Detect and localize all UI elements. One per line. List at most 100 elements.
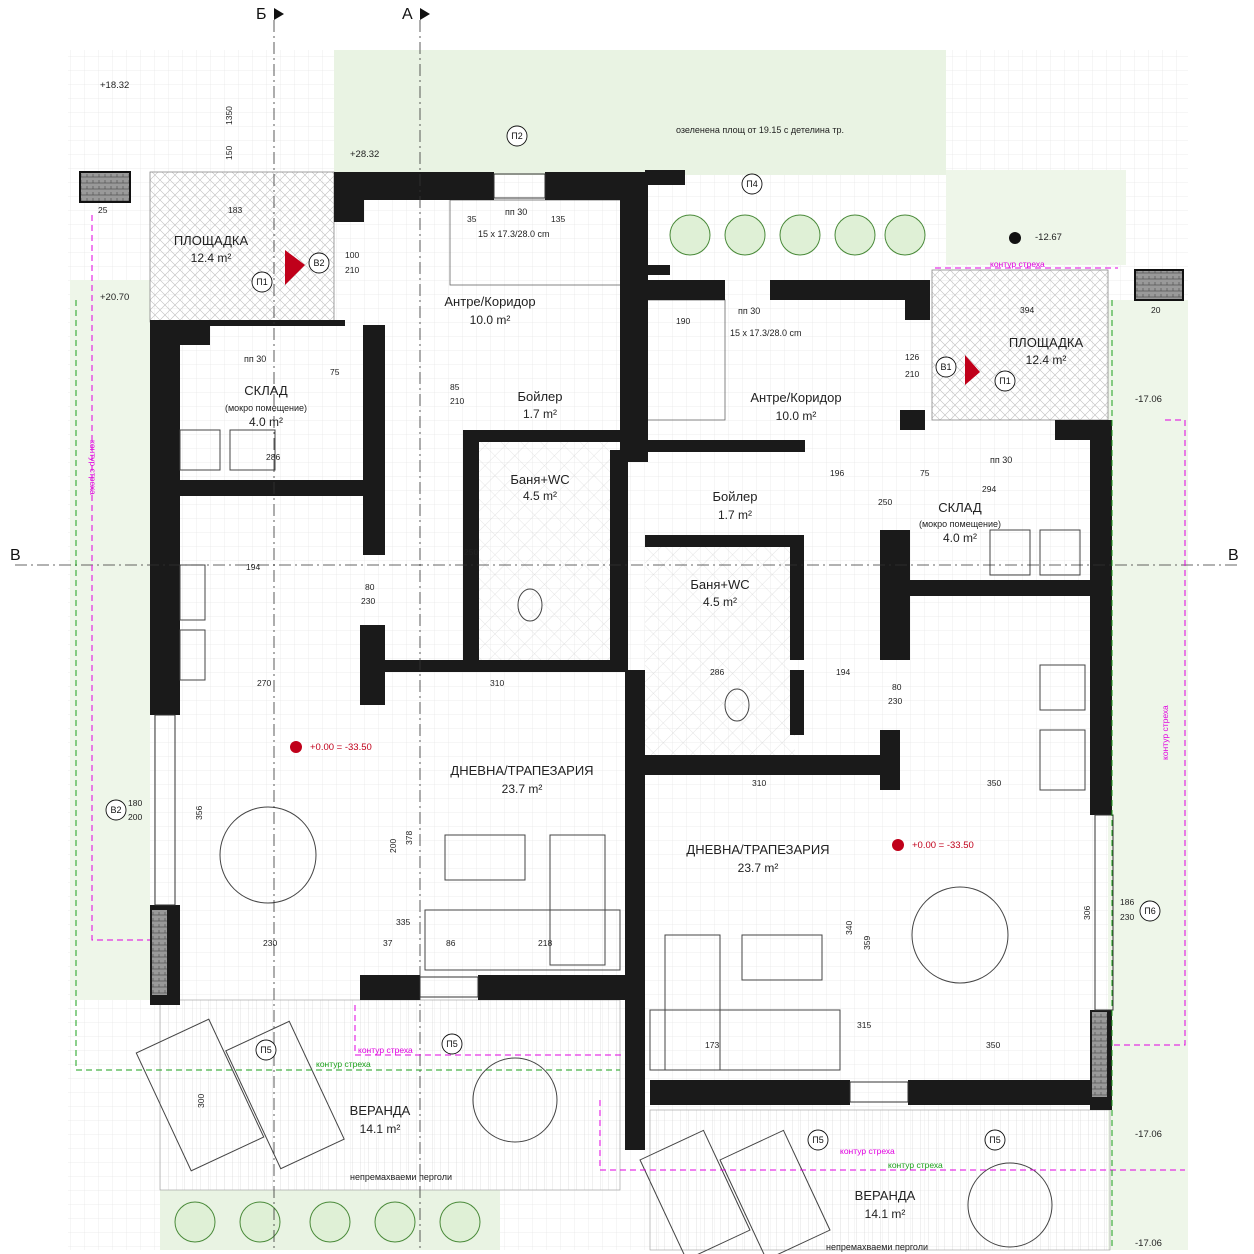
svg-text:356: 356	[194, 806, 204, 820]
room-platform-right-area: 12.4 m²	[1026, 353, 1067, 367]
svg-text:218: 218	[538, 938, 552, 948]
level-marker-left	[290, 741, 302, 753]
svg-text:230: 230	[1120, 912, 1134, 922]
svg-text:294: 294	[982, 484, 996, 494]
svg-text:194: 194	[246, 562, 260, 572]
room-living-right-name: ДНЕВНА/ТРАПЕЗАРИЯ	[686, 842, 829, 857]
svg-text:210: 210	[345, 265, 359, 275]
section-b-arrow	[274, 8, 284, 20]
room-storage-left-name: СКЛАД	[244, 383, 288, 398]
stair-right-size: 15 x 17.3/28.0 cm	[730, 328, 802, 338]
kontur-label-veranda-right: контур стреха	[840, 1146, 895, 1156]
room-storage-right-sub: (мокро помещение)	[919, 519, 1001, 529]
svg-text:196: 196	[830, 468, 844, 478]
room-boiler-left-area: 1.7 m²	[523, 407, 557, 421]
veranda-left-deck	[159, 999, 621, 1191]
svg-text:230: 230	[263, 938, 277, 948]
level-5: -17.06	[1135, 394, 1162, 405]
room-bath-left-name: Баня+WC	[510, 472, 569, 487]
svg-text:100: 100	[345, 250, 359, 260]
pergola-label-right: непремахваеми перголи	[826, 1242, 928, 1252]
room-living-right-area: 23.7 m²	[738, 861, 779, 875]
room-corridor-left-name: Антре/Коридор	[444, 294, 535, 309]
svg-text:300: 300	[196, 1094, 206, 1108]
kontur-label-right: контур стреха	[1160, 705, 1170, 760]
section-a-arrow	[420, 8, 430, 20]
tag-p6: П6	[1144, 906, 1155, 916]
tag-p4: П4	[746, 179, 757, 189]
tag-p1-right: П1	[999, 376, 1010, 386]
svg-text:359: 359	[862, 936, 872, 950]
room-platform-right-name: ПЛОЩАДКА	[1009, 335, 1084, 350]
svg-text:350: 350	[987, 778, 1001, 788]
svg-text:230: 230	[361, 596, 375, 606]
room-veranda-right-area: 14.1 m²	[865, 1207, 906, 1221]
svg-text:85: 85	[450, 382, 460, 392]
svg-text:335: 335	[396, 917, 410, 927]
svg-text:250: 250	[464, 547, 478, 557]
tag-b2-left: B2	[110, 805, 121, 815]
svg-text:230: 230	[888, 696, 902, 706]
level-7: -17.06	[1135, 1238, 1162, 1249]
svg-text:180: 180	[128, 798, 142, 808]
tag-b1: B1	[940, 362, 951, 372]
tag-p1-left: П1	[256, 277, 267, 287]
tag-b2-top: B2	[313, 258, 324, 268]
svg-text:190: 190	[676, 316, 690, 326]
room-corridor-right-name: Антре/Коридор	[750, 390, 841, 405]
tag-p5-a: П5	[260, 1045, 271, 1055]
brick-pier-left	[152, 910, 167, 995]
kontur-label-veranda-left: контур стреха	[358, 1045, 413, 1055]
trees	[174, 214, 926, 1243]
svg-text:1350: 1350	[224, 106, 234, 125]
bathroom-left-tile	[478, 440, 623, 665]
svg-text:20: 20	[1151, 305, 1161, 315]
svg-text:200: 200	[128, 812, 142, 822]
zero-level-right: +0.00 = -33.50	[912, 840, 974, 851]
room-veranda-left-name: ВЕРАНДА	[350, 1103, 411, 1118]
room-bath-right-area: 4.5 m²	[703, 595, 737, 609]
room-corridor-right-area: 10.0 m²	[776, 409, 817, 423]
svg-text:350: 350	[986, 1040, 1000, 1050]
tag-p2: П2	[511, 131, 522, 141]
level-1: +18.32	[100, 80, 129, 91]
svg-text:25: 25	[98, 205, 108, 215]
svg-text:315: 315	[857, 1020, 871, 1030]
plot-contour	[75, 300, 1113, 1250]
svg-text:340: 340	[844, 921, 854, 935]
svg-text:186: 186	[1120, 897, 1134, 907]
svg-text:194: 194	[836, 667, 850, 677]
room-living-left-name: ДНЕВНА/ТРАПЕЗАРИЯ	[450, 763, 593, 778]
section-lines	[15, 20, 1240, 1250]
svg-text:173: 173	[705, 1040, 719, 1050]
room-veranda-right-name: ВЕРАНДА	[855, 1188, 916, 1203]
svg-text:210: 210	[450, 396, 464, 406]
level-2: +28.32	[350, 149, 379, 160]
room-living-left-area: 23.7 m²	[502, 782, 543, 796]
svg-text:35: 35	[467, 214, 477, 224]
pergola-label-left: непремахваеми перголи	[350, 1172, 452, 1182]
tag-p5-b: П5	[446, 1039, 457, 1049]
grass-area-left	[70, 280, 150, 1000]
room-boiler-right-area: 1.7 m²	[718, 508, 752, 522]
level-marker-right	[892, 839, 904, 851]
chimney-left	[79, 171, 131, 203]
chimney-right	[1134, 269, 1184, 301]
svg-text:80: 80	[365, 582, 375, 592]
tag-p5-c: П5	[812, 1135, 823, 1145]
svg-text:75: 75	[920, 468, 930, 478]
svg-text:86: 86	[446, 938, 456, 948]
svg-text:200: 200	[388, 839, 398, 853]
bathroom-right-tile	[645, 540, 795, 755]
svg-text:150: 150	[224, 146, 234, 160]
section-label-v-right: В	[1228, 547, 1239, 564]
room-veranda-left-area: 14.1 m²	[360, 1122, 401, 1136]
top-note: озеленена площ от 19.15 с детелина тр.	[676, 125, 844, 135]
grass-area-right	[1108, 300, 1188, 1250]
room-storage-left-sub: (мокро помещение)	[225, 403, 307, 413]
room-bath-right-name: Баня+WC	[690, 577, 749, 592]
room-storage-left-area: 4.0 m²	[249, 415, 283, 429]
room-corridor-left-area: 10.0 m²	[470, 313, 511, 327]
svg-text:378: 378	[404, 831, 414, 845]
